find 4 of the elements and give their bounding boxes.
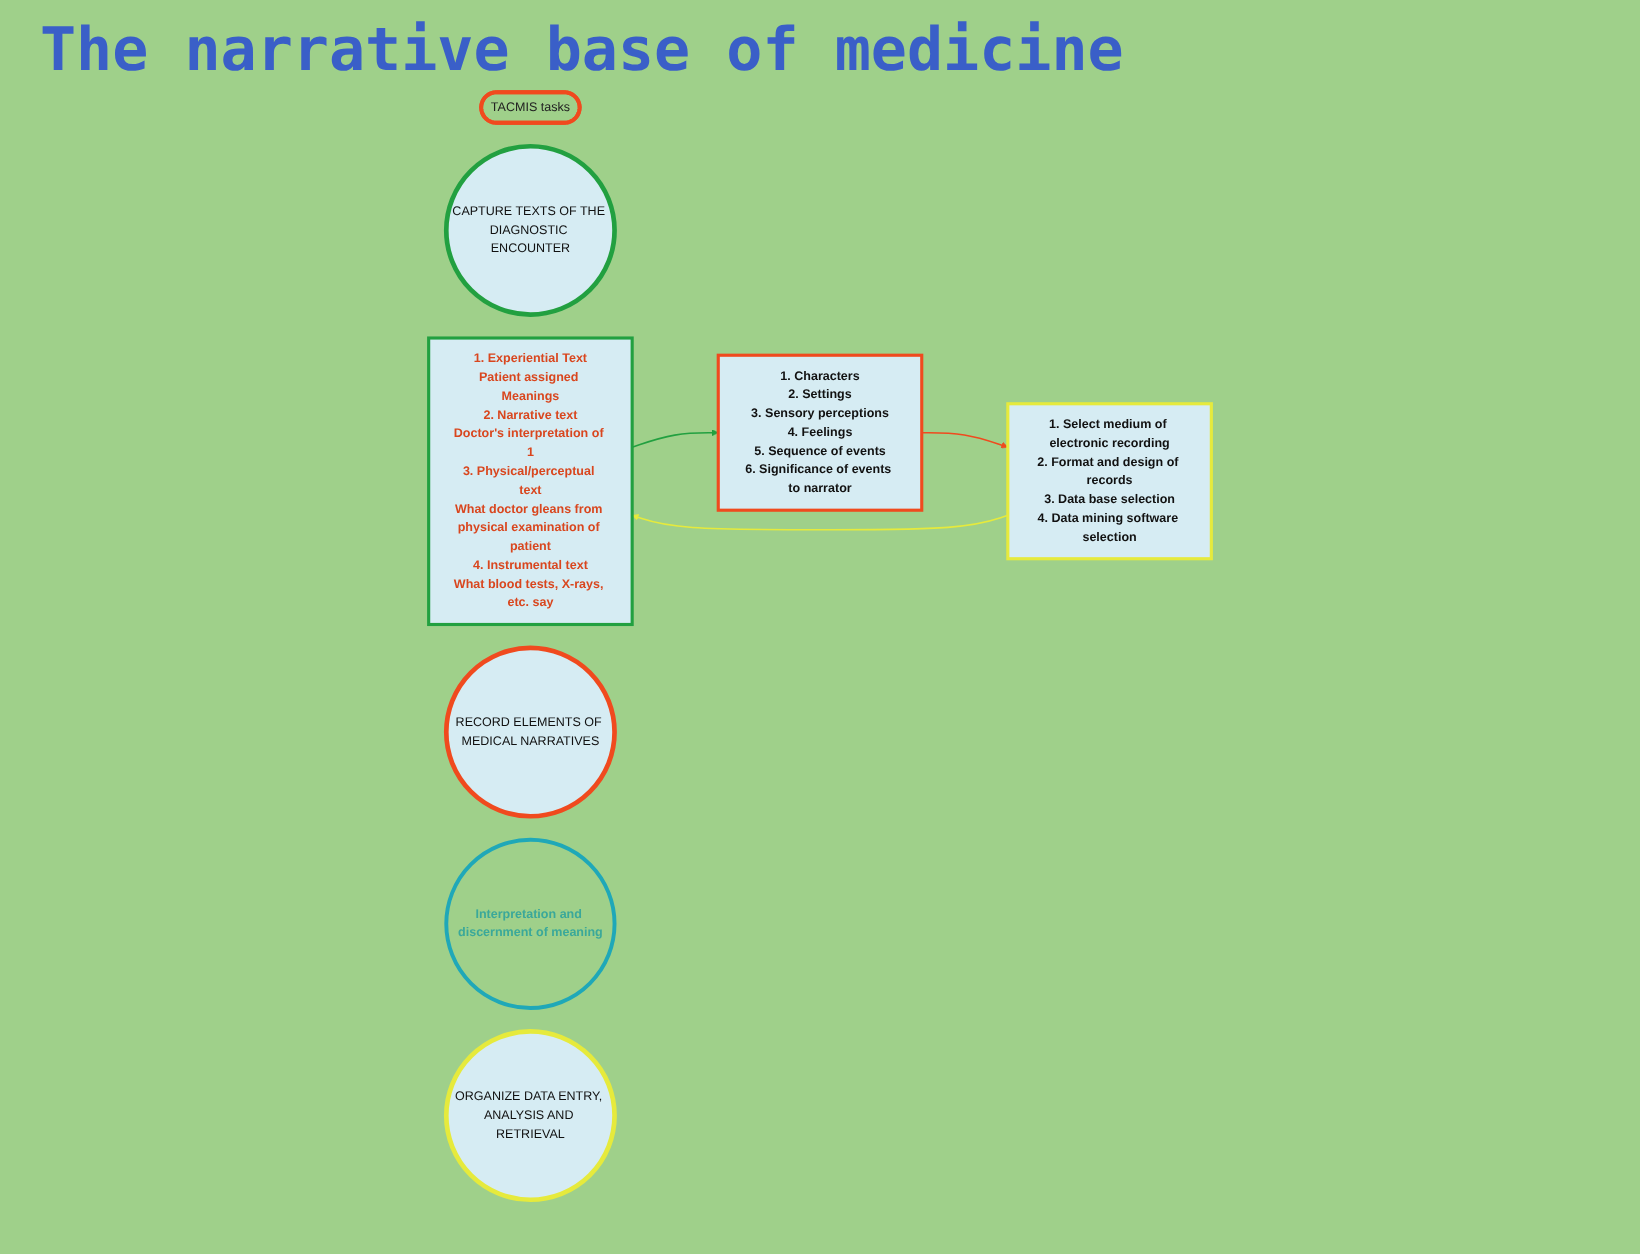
title: The narrative base of medicine: [40, 16, 1126, 86]
arrow: [631, 514, 1009, 531]
arrow: [920, 431, 1009, 449]
arrow: [631, 429, 719, 448]
